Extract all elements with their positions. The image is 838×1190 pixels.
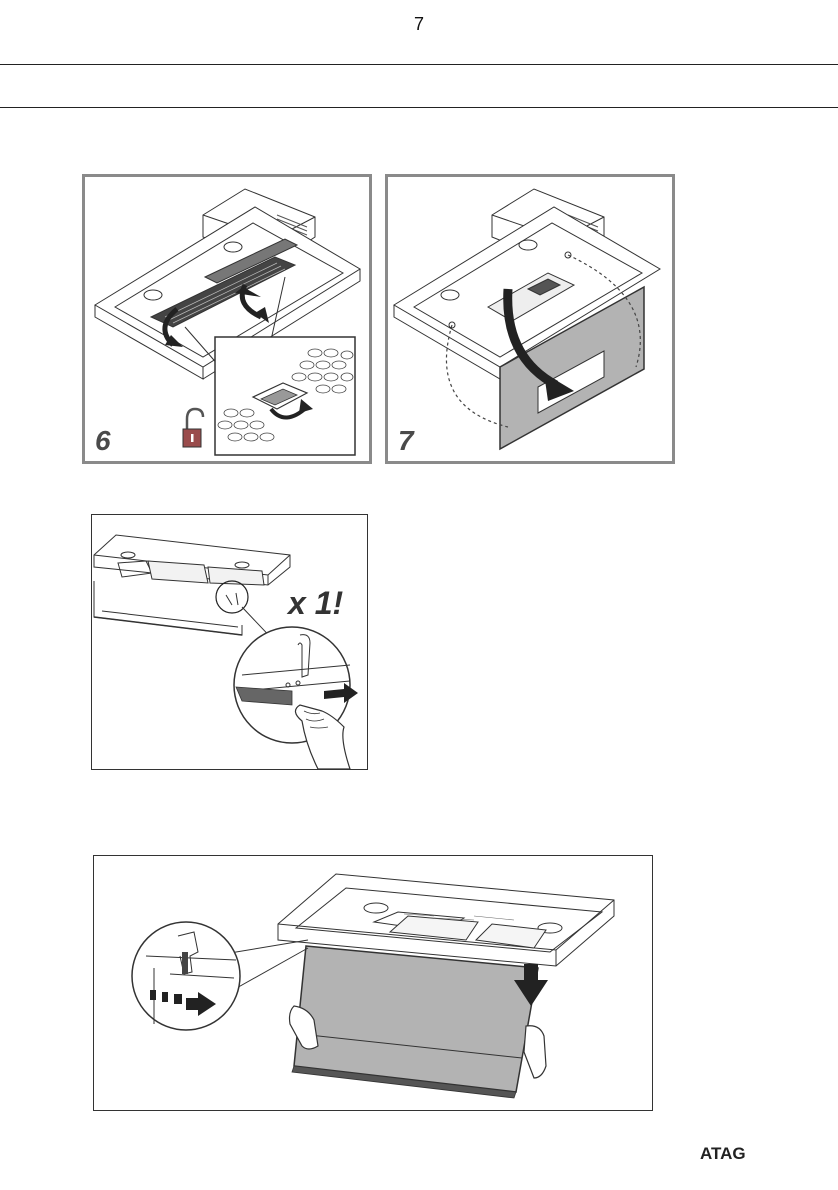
count-label: x 1! [288, 585, 343, 622]
figure-step-6: 6 [82, 174, 372, 464]
figure-panel-removal [93, 855, 653, 1111]
hook-zoom-circle [132, 922, 240, 1030]
brand-logo: ATAG [700, 1144, 746, 1164]
figure-clip-detail: x 1! [91, 514, 368, 770]
step-number-6: 6 [95, 425, 111, 457]
header-rule-bottom [0, 107, 838, 108]
figure-panel-removal-illustration [94, 856, 652, 1110]
header-rule-top [0, 64, 838, 65]
right-hand-illustration [524, 1026, 546, 1078]
unlock-icon [183, 409, 203, 447]
figure-step-7-illustration [388, 177, 672, 461]
step-number-7: 7 [398, 425, 414, 457]
figure-step-7: 7 [385, 174, 675, 464]
page-number: 7 [0, 14, 838, 35]
figure-step-6-illustration [85, 177, 369, 461]
figure-clip-detail-illustration [92, 515, 367, 769]
